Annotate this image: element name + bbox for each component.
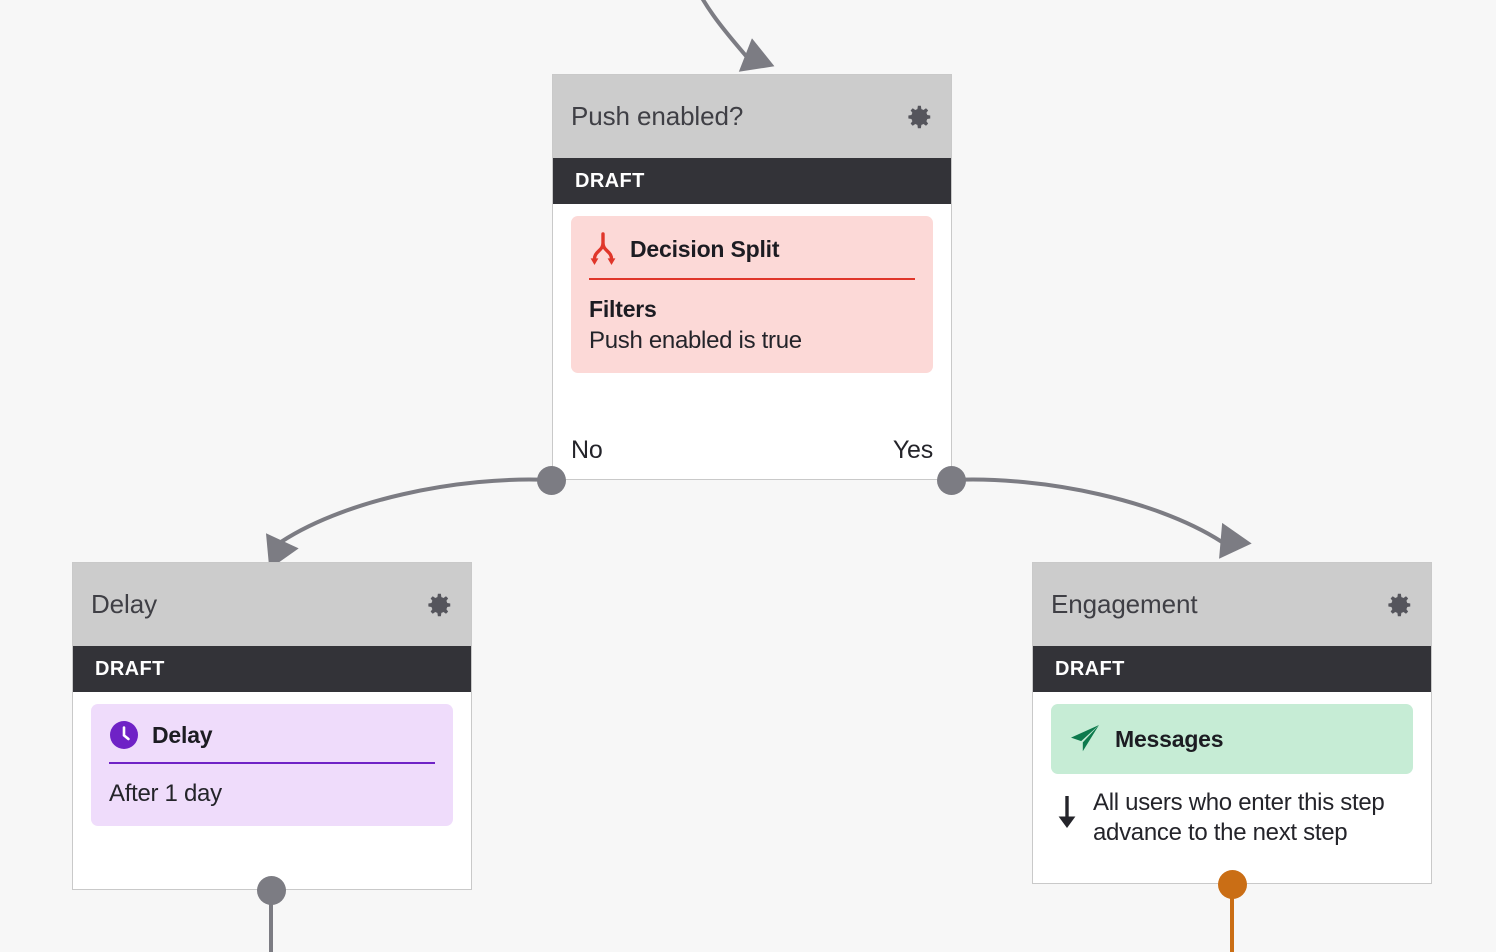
- decision-split-chip[interactable]: Decision Split Filters Push enabled is t…: [571, 216, 933, 373]
- edge-no-to-delay: [265, 477, 550, 570]
- branch-labels: No Yes: [571, 436, 933, 465]
- handle-engagement-output[interactable]: [1218, 870, 1247, 899]
- edge-incoming-to-push-enabled: [700, 0, 775, 72]
- delay-chip[interactable]: Delay After 1 day: [91, 704, 453, 826]
- advance-note-text: All users who enter this step advance to…: [1093, 789, 1385, 847]
- delay-value: After 1 day: [109, 780, 222, 807]
- branch-label-yes: Yes: [892, 436, 933, 464]
- arrow-down-icon: [1053, 794, 1081, 830]
- chip-divider: [109, 762, 435, 764]
- chip-title: Decision Split: [630, 235, 780, 262]
- filters-value: Push enabled is true: [589, 327, 802, 354]
- gear-icon[interactable]: [424, 590, 454, 620]
- status-label: DRAFT: [1055, 657, 1125, 680]
- edge-yes-to-engagement: [952, 477, 1252, 559]
- handle-delay-output[interactable]: [257, 876, 286, 905]
- status-label: DRAFT: [95, 657, 165, 680]
- status-label: DRAFT: [575, 169, 645, 192]
- decision-split-icon: [589, 232, 617, 266]
- node-body: Delay After 1 day: [73, 692, 471, 889]
- chip-detail: Filters Push enabled is true: [571, 280, 933, 373]
- chip-divider: [589, 278, 915, 280]
- chip-header: Delay: [91, 704, 453, 762]
- node-engagement[interactable]: Engagement DRAFT Messages: [1032, 562, 1432, 884]
- advance-note: All users who enter this step advance to…: [1051, 774, 1413, 849]
- node-delay[interactable]: Delay DRAFT Dela: [72, 562, 472, 890]
- node-body: Messages All users who enter this step a…: [1033, 692, 1431, 883]
- status-badge: DRAFT: [553, 158, 951, 204]
- node-body: Decision Split Filters Push enabled is t…: [553, 204, 951, 479]
- node-title: Push enabled?: [571, 101, 744, 131]
- node-header: Delay: [73, 563, 471, 646]
- chip-detail: After 1 day: [91, 764, 453, 826]
- chip-header: Decision Split: [571, 216, 933, 278]
- branch-label-no: No: [571, 436, 603, 464]
- status-badge: DRAFT: [73, 646, 471, 692]
- clock-icon: [109, 720, 139, 750]
- gear-icon[interactable]: [904, 102, 934, 132]
- filters-heading: Filters: [589, 296, 657, 322]
- node-title: Delay: [91, 589, 157, 619]
- node-header: Push enabled?: [553, 75, 951, 158]
- handle-no-output[interactable]: [537, 466, 566, 495]
- chip-title: Delay: [152, 721, 213, 748]
- gear-icon[interactable]: [1384, 590, 1414, 620]
- status-badge: DRAFT: [1033, 646, 1431, 692]
- node-title: Engagement: [1051, 589, 1198, 619]
- chip-title: Messages: [1115, 725, 1224, 752]
- paper-plane-icon: [1069, 724, 1101, 754]
- node-header: Engagement: [1033, 563, 1431, 646]
- node-push-enabled[interactable]: Push enabled? DRAFT: [552, 74, 952, 480]
- handle-yes-output[interactable]: [937, 466, 966, 495]
- messages-chip[interactable]: Messages: [1051, 704, 1413, 774]
